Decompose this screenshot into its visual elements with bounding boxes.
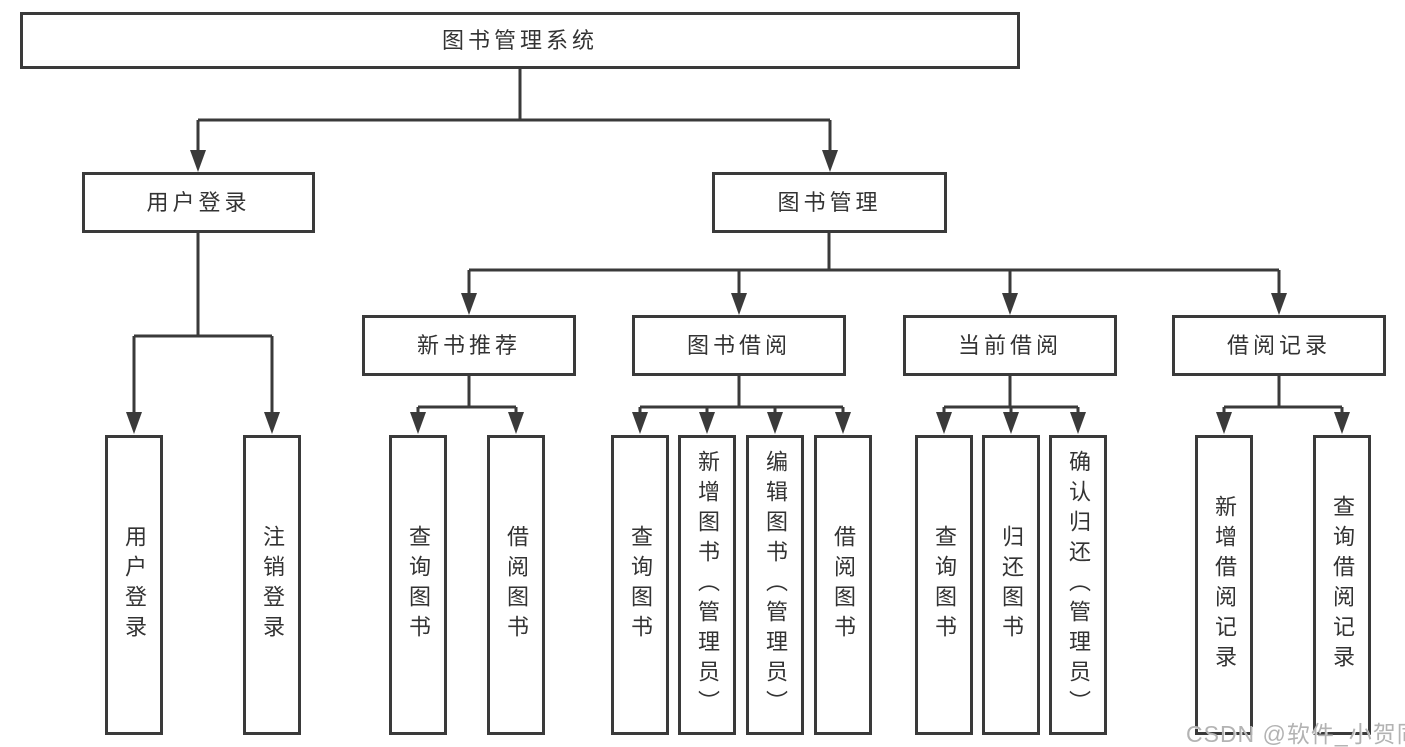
node-label: 用户登录 bbox=[122, 525, 147, 645]
node-label: 查询图书 bbox=[628, 525, 653, 645]
node-leaf-user-login: 用户登录 bbox=[105, 435, 163, 735]
connector-current-borrowing-to-leaves bbox=[942, 376, 1080, 420]
node-label: 借阅图书 bbox=[504, 525, 529, 645]
node-book-borrowing: 图书借阅 bbox=[632, 315, 846, 376]
node-label: 查询借阅记录 bbox=[1330, 495, 1355, 675]
node-label: 查询图书 bbox=[406, 525, 431, 645]
node-borrowing-records: 借阅记录 bbox=[1172, 315, 1386, 376]
node-leaf-query-books-recommend: 查询图书 bbox=[389, 435, 447, 735]
node-leaf-borrow-books: 借阅图书 bbox=[814, 435, 872, 735]
node-library-management-system: 图书管理系统 bbox=[20, 12, 1020, 69]
connector-borrowing-records-to-leaves bbox=[1222, 376, 1344, 420]
connector-book-borrowing-to-leaves bbox=[638, 376, 845, 420]
node-new-book-recommendation: 新书推荐 bbox=[362, 315, 576, 376]
node-label: 新增借阅记录 bbox=[1212, 495, 1237, 675]
connector-new-book-recommendation-to-leaves bbox=[416, 376, 518, 420]
node-leaf-logout: 注销登录 bbox=[243, 435, 301, 735]
connector-user-login-to-leaves bbox=[132, 233, 274, 418]
node-current-borrowing: 当前借阅 bbox=[903, 315, 1117, 376]
node-leaf-add-borrow-record: 新增借阅记录 bbox=[1195, 435, 1253, 735]
node-label: 借阅图书 bbox=[831, 525, 856, 645]
node-book-management: 图书管理 bbox=[712, 172, 947, 233]
node-label: 确认归还（管理员） bbox=[1066, 450, 1091, 720]
connector-root-to-level2 bbox=[196, 68, 832, 158]
node-leaf-return-book: 归还图书 bbox=[982, 435, 1040, 735]
node-label: 编辑图书（管理员） bbox=[763, 450, 788, 720]
node-leaf-add-book-admin: 新增图书（管理员） bbox=[678, 435, 736, 735]
connector-book-management-to-level3 bbox=[467, 233, 1281, 300]
node-leaf-query-books-borrowing: 查询图书 bbox=[611, 435, 669, 735]
node-leaf-query-borrow-record: 查询借阅记录 bbox=[1313, 435, 1371, 735]
node-leaf-borrow-books-recommend: 借阅图书 bbox=[487, 435, 545, 735]
node-label: 新增图书（管理员） bbox=[695, 450, 720, 720]
csdn-watermark: CSDN @软件_小贺同学 bbox=[1186, 721, 1405, 747]
node-leaf-query-books-current: 查询图书 bbox=[915, 435, 973, 735]
node-leaf-confirm-return-admin: 确认归还（管理员） bbox=[1049, 435, 1107, 735]
node-label: 注销登录 bbox=[260, 525, 285, 645]
node-user-login: 用户登录 bbox=[82, 172, 315, 233]
node-label: 归还图书 bbox=[999, 525, 1024, 645]
node-label: 查询图书 bbox=[932, 525, 957, 645]
node-leaf-edit-book-admin: 编辑图书（管理员） bbox=[746, 435, 804, 735]
